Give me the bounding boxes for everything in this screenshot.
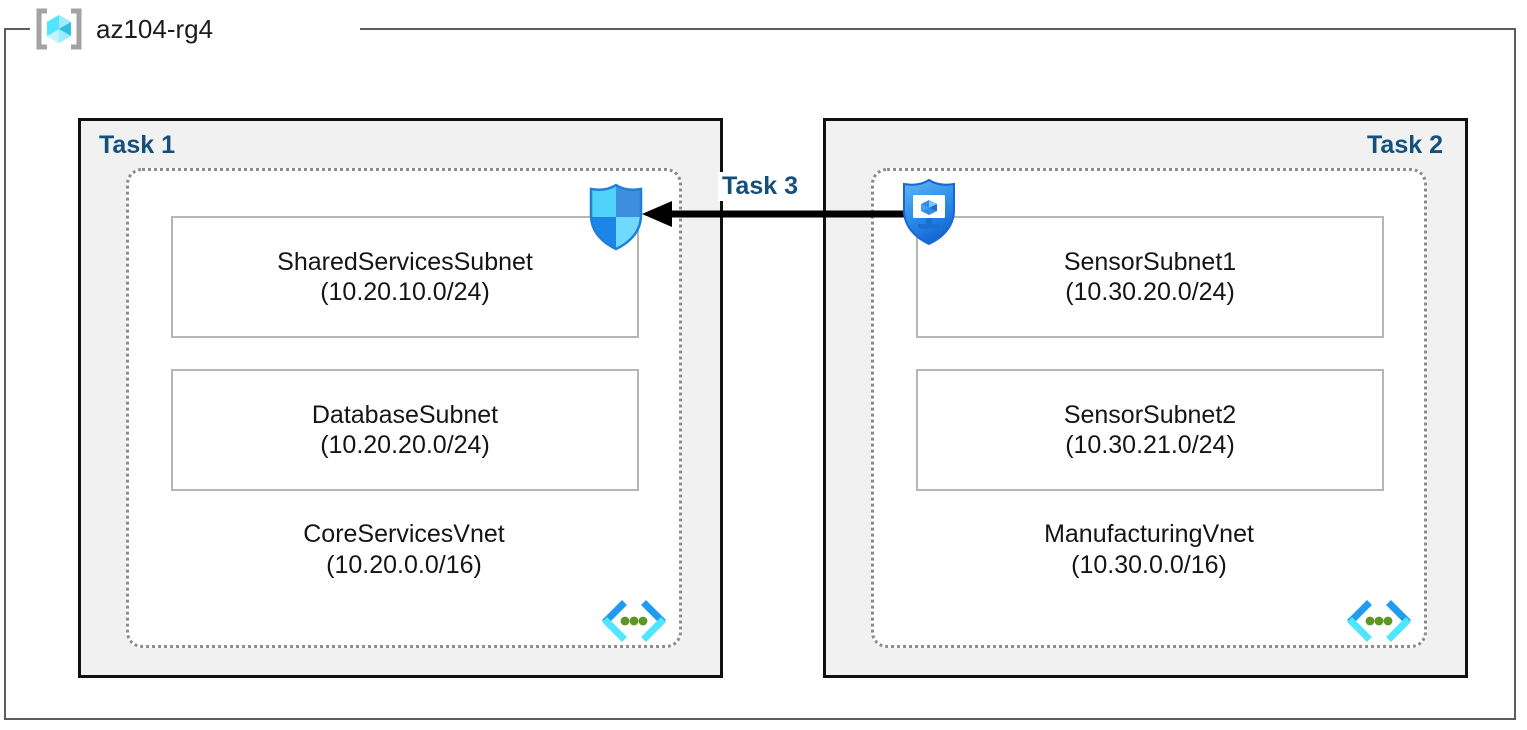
resource-group-name: az104-rg4 [96,13,214,44]
subnet-cidr: (10.30.20.0/24) [1065,278,1235,306]
subnet-cidr: (10.20.10.0/24) [320,278,490,306]
subnet-shared-services[interactable]: SharedServicesSubnet (10.20.10.0/24) [171,216,639,338]
resource-group-title-gap [30,12,360,46]
vnet-code-brackets-icon [602,600,666,642]
subnet-name: SensorSubnet2 [1063,400,1237,429]
vnet-container-manufacturing[interactable]: SensorSubnet1 (10.30.20.0/24) SensorSubn… [871,168,1427,648]
vnet-name: ManufacturingVnet [1044,520,1254,548]
task-2-label: Task 2 [1367,131,1443,159]
vnet-code-brackets-icon [1347,600,1411,642]
vnet-caption: ManufacturingVnet (10.30.0.0/16) [874,519,1424,580]
task-1-panel[interactable]: Task 1 SharedServicesSubnet (10.20.10.0/… [78,118,723,678]
vnet-caption: CoreServicesVnet (10.20.0.0/16) [129,519,679,580]
subnet-cidr: (10.30.21.0/24) [1065,431,1235,459]
subnet-cidr: (10.20.20.0/24) [320,431,490,459]
peering-arrow [642,201,913,227]
subnet-sensor-2[interactable]: SensorSubnet2 (10.30.21.0/24) [916,369,1384,491]
vnet-cidr: (10.30.0.0/16) [1071,550,1227,579]
vnet-container-core-services[interactable]: SharedServicesSubnet (10.20.10.0/24) Dat… [126,168,682,648]
task-3-label: Task 3 [718,172,802,201]
network-security-group-shield-monitor-icon[interactable] [898,177,960,247]
subnet-name: SharedServicesSubnet [277,247,533,276]
task-1-label: Task 1 [99,131,175,159]
resource-group-cube-icon [36,8,82,50]
subnet-database[interactable]: DatabaseSubnet (10.20.20.0/24) [171,369,639,491]
resource-group-title: az104-rg4 [36,8,213,50]
firewall-shield-icon[interactable] [585,182,647,252]
subnet-name: SensorSubnet1 [1063,247,1237,276]
vnet-cidr: (10.20.0.0/16) [326,550,482,579]
subnet-sensor-1[interactable]: SensorSubnet1 (10.30.20.0/24) [916,216,1384,338]
vnet-name: CoreServicesVnet [303,520,505,548]
subnet-name: DatabaseSubnet [311,400,499,429]
resource-group-frame [4,28,1516,720]
